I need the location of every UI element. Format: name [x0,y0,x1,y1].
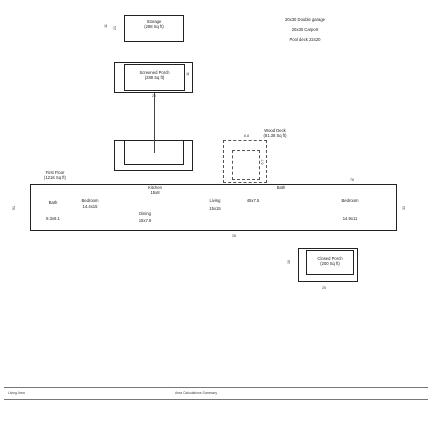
porch-side-dim: 11 [185,72,190,76]
closed-height-dim: 10 [287,260,291,264]
closed-porch-area: (200 Sq ft) [320,261,340,266]
closed-width-dim: 20 [322,286,326,290]
first-floor-name: First Floor [45,170,65,175]
under-main-dim: 26 [232,234,236,238]
storage-room [124,15,184,42]
first-floor-label: First Floor (1216 Sq ft) [30,170,80,180]
main-width-dim: 76 [350,178,354,182]
first-floor-area: (1216 Sq ft) [44,175,66,180]
footer-center-caption: Area Calculations Summary [175,391,218,395]
living-label: Living [209,198,221,203]
garage-note: 20x30 Double garage [284,17,326,22]
wood-deck-box [223,140,267,183]
between-dim: 6.8 [244,134,249,138]
main-height-dim: 51 [12,206,16,210]
screened-porch-label: Screened Porch (288 Sq ft) [124,70,185,80]
wood-deck-label: Wood Deck (81.38 Sq ft) [255,128,295,138]
screened-porch-outer-box [114,62,193,93]
bath1-dim: 8.3x9.1 [46,216,60,221]
living-dim: 15x15 [209,206,221,211]
screened-porch-name: Screened Porch [139,70,170,75]
connector-line [154,93,155,153]
storage-label: Storage (288 Sq ft) [124,19,184,29]
bath1-name: Bath [48,200,58,205]
footer: Living Area Area Calculations Summary [0,383,432,432]
wood-deck-name: Wood Deck [264,128,286,133]
bath2-dim: 45x7.5 [246,198,260,203]
footer-left-caption: Living Area [8,391,25,395]
storage-name: Storage [146,19,162,24]
main-floor-box [30,184,397,231]
closed-porch-outer [298,248,358,282]
bath1-label: Bath [40,200,66,205]
kitchen-dim: 15x8 [150,190,160,195]
footer-rule-top [4,387,428,388]
kitchen-label: Kitchen [148,185,162,190]
screened-porch-inner-box [124,64,185,91]
closed-porch-label: Closed Porch (200 Sq ft) [306,256,354,266]
wood-deck-inner [232,150,260,180]
dining-dim: 15x7.6 [138,218,152,223]
screened-porch-area: (288 Sq ft) [144,75,165,80]
bedroom2-label: Bedroom [341,198,359,203]
closed-porch-inner [306,250,354,275]
dining-label: Dining [139,211,151,216]
carport-note: 20x30 Carport [291,27,319,32]
wood-deck-area: (81.38 Sq ft) [263,133,287,138]
main-right-dim: 31 [402,206,406,210]
closed-porch-name: Closed Porch [317,256,343,261]
deck-height-dim: 6.7 [260,159,265,165]
bedroom1-label: Bedroom [81,198,99,203]
footer-rule-mid [4,399,428,400]
storage-area: (288 Sq ft) [144,24,164,29]
bath2-label: Bath [276,185,286,190]
bedroom1-dim: 14.4x15 [82,204,98,209]
pool-deck-note: Pool deck 22x20 [289,37,321,42]
bedroom2-dim: 14.9x11 [342,216,358,221]
